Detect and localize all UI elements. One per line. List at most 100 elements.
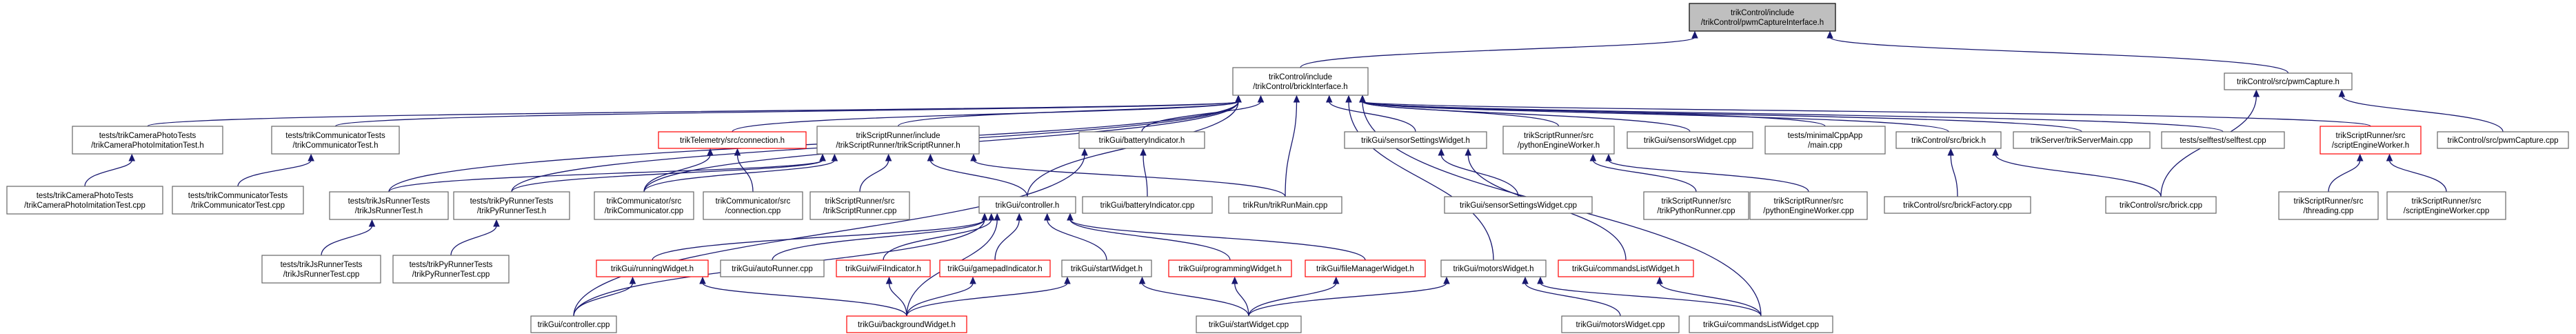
file-node-brick-h[interactable]: trikControl/src/brick.h [1895, 131, 2002, 149]
file-node-motors-widget-h[interactable]: trikGui/motorsWidget.h [1440, 259, 1547, 277]
node-box[interactable] [720, 259, 825, 277]
node-box[interactable] [453, 191, 570, 220]
node-box[interactable] [261, 255, 381, 284]
file-node-threading-cpp[interactable]: trikScriptRunner/src/threading.cpp [2278, 191, 2379, 220]
node-box[interactable] [1627, 131, 1753, 149]
node-box[interactable] [836, 259, 931, 277]
file-node-start-widget-h[interactable]: trikGui/startWidget.h [1061, 259, 1152, 277]
file-node-telemetry-connection[interactable]: trikTelemetry/src/connection.h [658, 131, 807, 149]
node-box[interactable] [2105, 196, 2217, 214]
node-box[interactable] [2278, 191, 2379, 220]
node-box[interactable] [530, 315, 617, 333]
node-box[interactable] [172, 186, 304, 215]
node-box[interactable] [809, 191, 910, 220]
file-node-brick-interface[interactable]: trikControl/include/trikControl/brickInt… [1232, 67, 1369, 96]
file-node-script-engine-worker-h[interactable]: trikScriptRunner/src/scriptEngineWorker.… [2320, 126, 2422, 155]
node-box[interactable] [1344, 131, 1487, 149]
file-node-brick-cpp[interactable]: trikControl/src/brick.cpp [2105, 196, 2217, 214]
file-node-background-widget-h[interactable]: trikGui/backgroundWidget.h [846, 315, 967, 333]
file-node-python-engine-worker-h[interactable]: trikScriptRunner/src/pythonEngineWorker.… [1502, 126, 1615, 155]
file-node-file-manager-widget-h[interactable]: trikGui/fileManagerWidget.h [1305, 259, 1426, 277]
file-node-trik-server-main[interactable]: trikServer/trikServerMain.cpp [2013, 131, 2151, 149]
node-box[interactable] [703, 191, 803, 220]
node-box[interactable] [329, 191, 449, 220]
file-node-connection-cpp[interactable]: trikCommunicator/src/connection.cpp [703, 191, 803, 220]
node-box[interactable] [2320, 126, 2422, 155]
file-node-commands-list-widget-h[interactable]: trikGui/commandsListWidget.h [1558, 259, 1694, 277]
node-box[interactable] [2013, 131, 2151, 149]
file-node-trik-python-runner-cpp[interactable]: trikScriptRunner/src/trikPythonRunner.cp… [1643, 191, 1749, 220]
node-box[interactable] [2386, 191, 2506, 220]
node-box[interactable] [2224, 72, 2353, 90]
node-box[interactable] [2437, 131, 2569, 149]
node-box[interactable] [939, 259, 1051, 277]
node-box[interactable] [1689, 315, 1833, 333]
node-box[interactable] [658, 131, 807, 149]
file-node-gamepad-indicator-h[interactable]: trikGui/gamepadIndicator.h [939, 259, 1051, 277]
file-node-script-engine-worker-cpp[interactable]: trikScriptRunner/src/scriptEngineWorker.… [2386, 191, 2506, 220]
node-box[interactable] [1232, 67, 1369, 96]
file-node-python-engine-worker-cpp[interactable]: trikScriptRunner/src/pythonEngineWorker.… [1749, 191, 1868, 220]
file-node-pwm-capture-cpp[interactable]: trikControl/src/pwmCapture.cpp [2437, 131, 2569, 149]
file-node-sensors-widget-cpp[interactable]: trikGui/sensorsWidget.cpp [1627, 131, 1753, 149]
file-node-motors-widget-cpp[interactable]: trikGui/motorsWidget.cpp [1561, 315, 1680, 333]
node-box[interactable] [271, 126, 400, 155]
file-node-controller-h[interactable]: trikGui/controller.h [978, 196, 1076, 214]
node-box[interactable] [1764, 126, 1886, 155]
file-node-pwm-capture-h[interactable]: trikControl/src/pwmCapture.h [2224, 72, 2353, 90]
node-box[interactable] [594, 191, 694, 220]
file-node-sensor-settings-widget-h[interactable]: trikGui/sensorSettingsWidget.h [1344, 131, 1487, 149]
node-box[interactable] [1082, 196, 1213, 214]
node-box[interactable] [846, 315, 967, 333]
file-node-programming-widget-h[interactable]: trikGui/programmingWidget.h [1168, 259, 1292, 277]
node-box[interactable] [1305, 259, 1426, 277]
node-box[interactable] [596, 259, 709, 277]
file-node-trik-script-runner-h[interactable]: trikScriptRunner/include/trikScriptRunne… [816, 126, 980, 155]
file-node-communicator-test-cpp[interactable]: tests/trikCommunicatorTests/trikCommunic… [172, 186, 304, 215]
node-box[interactable] [1440, 259, 1547, 277]
file-node-trik-run-main[interactable]: trikRun/trikRunMain.cpp [1228, 196, 1342, 214]
file-node-minimal-cpp-app[interactable]: tests/minimalCppApp/main.cpp [1764, 126, 1886, 155]
file-node-battery-indicator-cpp[interactable]: trikGui/batteryIndicator.cpp [1082, 196, 1213, 214]
file-node-selftest[interactable]: tests/selftest/selftest.cpp [2161, 131, 2285, 149]
node-box[interactable] [1689, 3, 1836, 32]
file-node-sensor-settings-widget-cpp[interactable]: trikGui/sensorSettingsWidget.cpp [1444, 196, 1593, 214]
file-node-js-runner-test-h[interactable]: tests/trikJsRunnerTests/trikJsRunnerTest… [329, 191, 449, 220]
file-node-controller-cpp[interactable]: trikGui/controller.cpp [530, 315, 617, 333]
file-node-start-widget-cpp[interactable]: trikGui/startWidget.cpp [1196, 315, 1302, 333]
node-box[interactable] [1228, 196, 1342, 214]
file-node-running-widget-h[interactable]: trikGui/runningWidget.h [596, 259, 709, 277]
node-box[interactable] [1895, 131, 2002, 149]
node-box[interactable] [1168, 259, 1292, 277]
node-box[interactable] [2161, 131, 2285, 149]
file-node-py-runner-test-h[interactable]: tests/trikPyRunnerTests/trikPyRunnerTest… [453, 191, 570, 220]
node-box[interactable] [1561, 315, 1680, 333]
file-node-commands-list-widget-cpp[interactable]: trikGui/commandsListWidget.cpp [1689, 315, 1833, 333]
file-node-communicator-test-h[interactable]: tests/trikCommunicatorTests/trikCommunic… [271, 126, 400, 155]
node-box[interactable] [1558, 259, 1694, 277]
node-box[interactable] [1444, 196, 1593, 214]
node-box[interactable] [1078, 131, 1205, 149]
node-box[interactable] [1502, 126, 1615, 155]
node-box[interactable] [1749, 191, 1868, 220]
node-box[interactable] [1061, 259, 1152, 277]
node-box[interactable] [6, 186, 163, 215]
file-node-auto-runner-cpp[interactable]: trikGui/autoRunner.cpp [720, 259, 825, 277]
file-node-brick-factory-cpp[interactable]: trikControl/src/brickFactory.cpp [1884, 196, 2031, 214]
file-node-pwm-capture-interface[interactable]: trikControl/include/trikControl/pwmCaptu… [1689, 3, 1836, 32]
file-node-trik-script-runner-cpp[interactable]: trikScriptRunner/src/trikScriptRunner.cp… [809, 191, 910, 220]
file-node-battery-indicator-h[interactable]: trikGui/batteryIndicator.h [1078, 131, 1205, 149]
node-box[interactable] [1196, 315, 1302, 333]
file-node-camera-photo-test-h[interactable]: tests/trikCameraPhotoTests/trikCameraPho… [72, 126, 223, 155]
node-box[interactable] [72, 126, 223, 155]
node-box[interactable] [978, 196, 1076, 214]
file-node-js-runner-test-cpp[interactable]: tests/trikJsRunnerTests/trikJsRunnerTest… [261, 255, 381, 284]
file-node-camera-photo-test-cpp[interactable]: tests/trikCameraPhotoTests/trikCameraPho… [6, 186, 163, 215]
node-box[interactable] [1643, 191, 1749, 220]
node-box[interactable] [816, 126, 980, 155]
file-node-wi-fi-indicator-h[interactable]: trikGui/wiFiIndicator.h [836, 259, 931, 277]
node-box[interactable] [1884, 196, 2031, 214]
node-box[interactable] [392, 255, 510, 284]
file-node-trik-communicator-cpp[interactable]: trikCommunicator/src/trikCommunicator.cp… [594, 191, 694, 220]
file-node-py-runner-test-cpp[interactable]: tests/trikPyRunnerTests/trikPyRunnerTest… [392, 255, 510, 284]
